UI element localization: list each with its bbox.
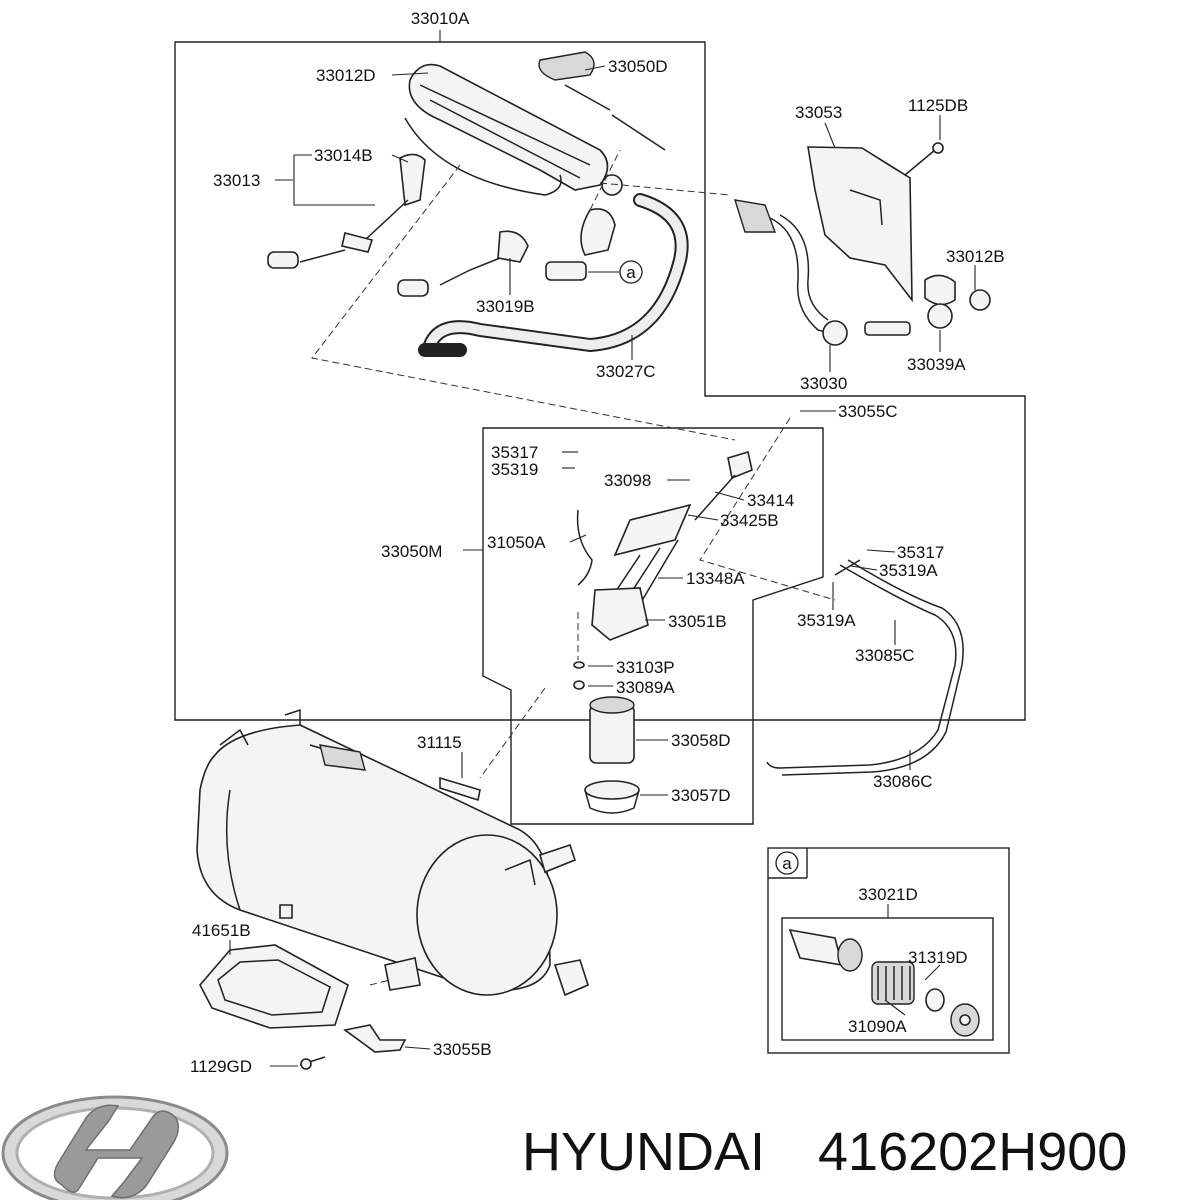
fuel-pump-module (573, 450, 753, 690)
label-31090A: 31090A (848, 1017, 907, 1036)
label-35319: 35319 (491, 460, 538, 479)
label-33098: 33098 (604, 471, 651, 490)
label-33051B: 33051B (668, 612, 727, 631)
inset-a-frame (767, 847, 1010, 1054)
label-35317-right: 35317 (897, 543, 944, 562)
label-33039A: 33039A (907, 355, 966, 374)
label-35319A-lower: 35319A (797, 611, 856, 630)
label-1129GD: 1129GD (190, 1057, 252, 1076)
label-33027C: 33027C (596, 362, 656, 381)
sender-33019B (397, 230, 587, 297)
label-33021D: 33021D (858, 885, 918, 904)
pump-filter-33058D (589, 696, 635, 764)
label-33414: 33414 (747, 491, 794, 510)
inset-callout-a-circle (775, 851, 799, 875)
label-33058D: 33058D (671, 731, 731, 750)
label-33055C: 33055C (838, 402, 898, 421)
fuel-sender-33013 (267, 153, 426, 269)
label-31115: 31115 (417, 733, 462, 752)
label-33019B: 33019B (476, 297, 535, 316)
callout-a-text: a (626, 263, 636, 282)
fuel-tank (196, 708, 589, 997)
label-13348A: 13348A (686, 569, 745, 588)
label-33086C: 33086C (873, 772, 933, 791)
label-33053: 33053 (795, 103, 842, 122)
pump-assembly-frame (482, 427, 824, 825)
filler-hose-33027C (418, 193, 689, 357)
brand-name: HYUNDAI (522, 1122, 765, 1182)
label-33055B: 33055B (433, 1040, 492, 1059)
label-33014B: 33014B (314, 146, 373, 165)
label-31319D: 31319D (908, 948, 968, 967)
fuel-lines (766, 559, 964, 776)
label-33057D: 33057D (671, 786, 731, 805)
leader-lines (229, 30, 976, 1067)
gasket-31115 (439, 776, 481, 802)
label-33425B: 33425B (720, 511, 779, 530)
inset-callout-a-text: a (782, 854, 792, 873)
pump-ring-33057D (584, 780, 640, 814)
label-33050M: 33050M (381, 542, 442, 561)
label-41651B: 41651B (192, 921, 251, 940)
part-number: 416202H900 (818, 1122, 1127, 1182)
label-33030: 33030 (800, 374, 847, 393)
label-33085C: 33085C (855, 646, 915, 665)
label-31050A: 31050A (487, 533, 546, 552)
label-33012B: 33012B (946, 247, 1005, 266)
label-1125DB: 1125DB (908, 96, 968, 115)
main-frame (174, 41, 1026, 721)
label-35319A-upper: 35319A (879, 561, 938, 580)
strap-bracket-33055B (299, 1024, 407, 1070)
label-35317-top: 35317 (491, 443, 538, 462)
vent-hose-33030 (733, 199, 911, 346)
label-33089A: 33089A (616, 678, 675, 697)
filler-neck-assembly (404, 51, 666, 256)
bracket-33053 (807, 142, 944, 303)
label-33010A: 33010A (411, 9, 470, 28)
hyundai-logo-icon (1, 1095, 229, 1200)
inset-filter-parts (788, 928, 980, 1037)
label-33050D: 33050D (608, 57, 668, 76)
tray-41651B (199, 944, 349, 1029)
cap-33012B (924, 274, 991, 329)
label-33012D: 33012D (316, 66, 376, 85)
label-33013: 33013 (213, 171, 260, 190)
label-33103P: 33103P (616, 658, 675, 677)
